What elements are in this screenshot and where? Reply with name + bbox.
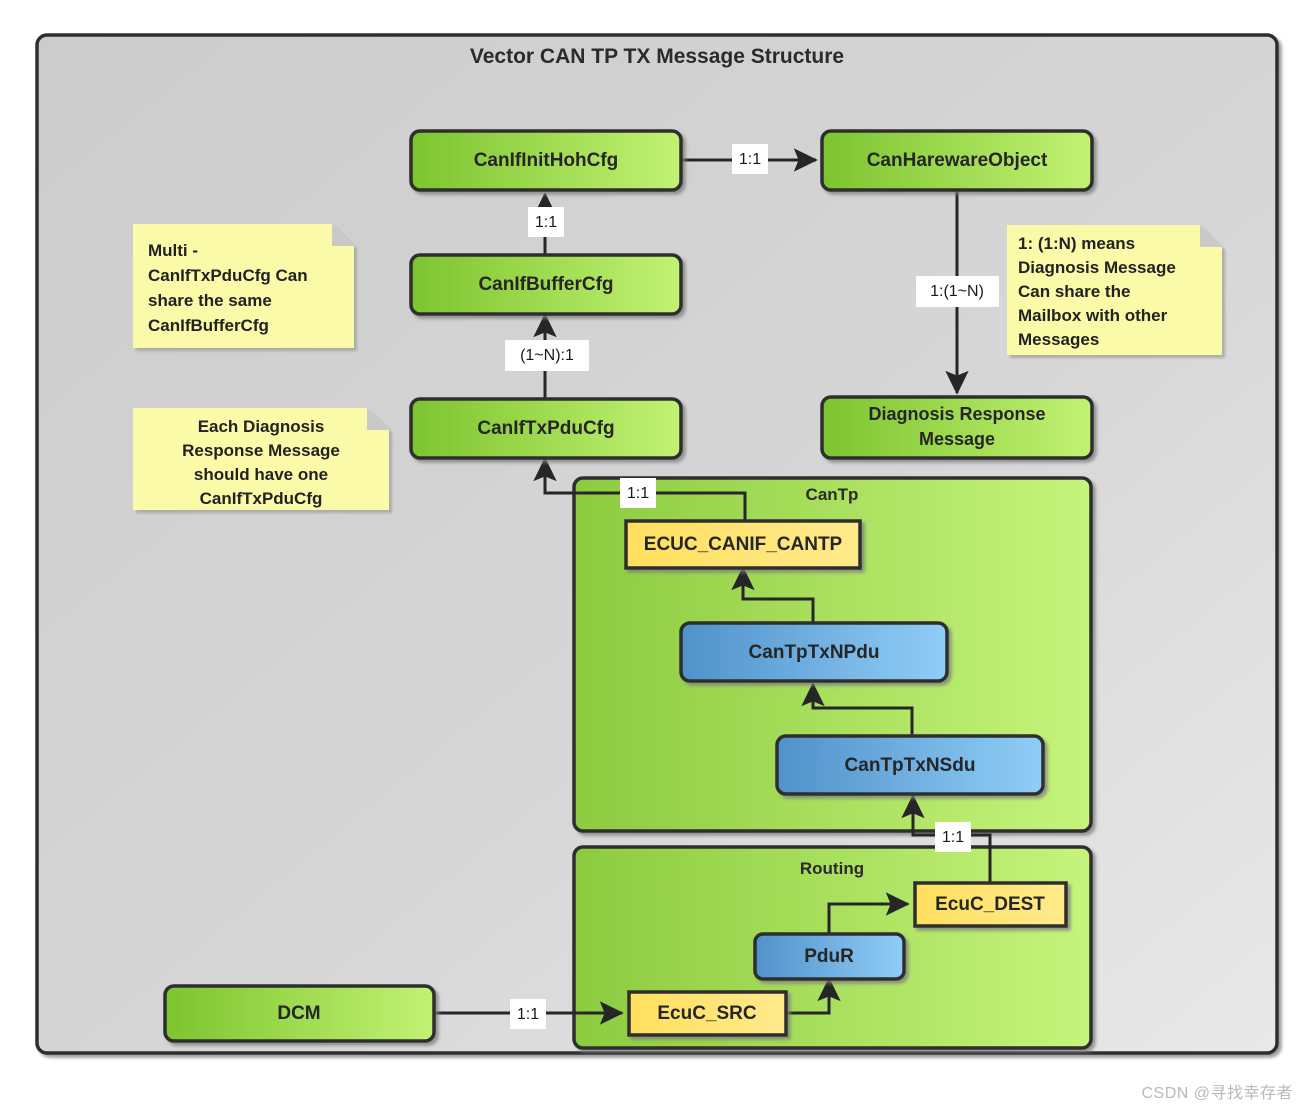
note-each-diagnosis-body	[133, 408, 389, 510]
edge-label-dcm-to-src: 1:1	[510, 999, 546, 1029]
note-each-diagnosis-line-3: should have one	[194, 465, 328, 484]
page-title: Vector CAN TP TX Message Structure	[470, 45, 844, 68]
note-each-diagnosis-line-4: CanIfTxPduCfg	[200, 489, 323, 508]
node-diagnosis-response-message-rect[interactable]	[820, 395, 1094, 460]
node-canifinithohcfg-rect[interactable]	[409, 129, 683, 192]
node-pdur[interactable]: PduR	[753, 932, 906, 981]
note-multi-body	[133, 224, 354, 348]
note-one-to-n-line-3: Can share the	[1018, 282, 1130, 301]
node-diagnosis-response-message-line1: Diagnosis Response	[868, 404, 1045, 424]
edge-src-to-pdur	[786, 977, 841, 1015]
edge-label-chip	[620, 478, 656, 508]
note-one-to-n-line-4: Mailbox with other	[1018, 306, 1168, 325]
node-ecuc-src-label: EcuC_SRC	[657, 1003, 757, 1024]
node-canifinithohcfg-label: CanIfInitHohCfg	[474, 150, 619, 171]
note-multi-line-1: Multi -	[148, 241, 198, 260]
note-multi-line-3: share the same	[148, 291, 272, 310]
edge-label-cantp-to-txpducfg: 1:1	[620, 478, 656, 508]
node-ecuc-canif-cantp[interactable]: ECUC_CANIF_CANTP	[624, 519, 862, 570]
edge-label-hoh-to-hardware-text: 1:1	[739, 151, 761, 168]
node-diagnosis-response-message-line2: Message	[919, 429, 995, 449]
note-each-diagnosis: Each Diagnosis Response Message should h…	[133, 408, 389, 510]
node-diagnosis-response-message[interactable]: Diagnosis Response Message	[820, 395, 1094, 460]
edge-label-txpducfg-to-buffer: (1~N):1	[505, 340, 589, 371]
edge-label-chip	[505, 340, 589, 371]
edge-label-chip	[732, 144, 768, 174]
node-canifbuffercfg-rect[interactable]	[409, 253, 683, 316]
node-dcm-label: DCM	[277, 1003, 320, 1024]
node-canifinithohcfg[interactable]: CanIfInitHohCfg	[409, 129, 683, 192]
node-dcm-rect[interactable]	[163, 984, 436, 1043]
note-one-to-n-body	[1007, 225, 1222, 355]
note-multi-line-2: CanIfTxPduCfg Can	[148, 266, 308, 285]
group-cantp-label: CanTp	[806, 485, 859, 504]
node-caniftxpducfg-rect[interactable]	[409, 397, 683, 460]
node-cantptxnsdu[interactable]: CanTpTxNSdu	[775, 734, 1045, 796]
note-one-to-n-line-5: Messages	[1018, 330, 1099, 349]
note-multi-fold	[332, 224, 354, 246]
node-ecuc-src[interactable]: EcuC_SRC	[627, 990, 788, 1037]
node-pdur-label: PduR	[804, 946, 854, 967]
node-ecuc-dest-label: EcuC_DEST	[935, 894, 1045, 915]
node-cantptxnpdu-rect[interactable]	[679, 621, 949, 683]
edge-label-dcm-to-src-text: 1:1	[517, 1006, 539, 1023]
node-ecuc-dest[interactable]: EcuC_DEST	[913, 881, 1068, 928]
note-multi: Multi - CanIfTxPduCfg Can share the same…	[133, 224, 354, 348]
note-one-to-n-line-1: 1: (1:N) means	[1018, 234, 1135, 253]
node-ecuc-src-rect[interactable]	[627, 990, 788, 1037]
edge-nsdu-to-npdu	[801, 682, 914, 736]
edge-npdu-to-ecuc-canif-cantp	[731, 566, 815, 623]
node-canharewareobject[interactable]: CanHarewareObject	[820, 129, 1094, 192]
edge-label-chip	[528, 207, 564, 237]
node-cantptxnpdu[interactable]: CanTpTxNPdu	[679, 621, 949, 683]
note-each-diagnosis-line-2: Response Message	[182, 441, 340, 460]
node-ecuc-canif-cantp-rect[interactable]	[624, 519, 862, 570]
node-ecuc-canif-cantp-label: ECUC_CANIF_CANTP	[644, 534, 843, 555]
note-one-to-n-fold	[1200, 225, 1222, 247]
node-canifbuffercfg[interactable]: CanIfBufferCfg	[409, 253, 683, 316]
edge-label-cantp-to-txpducfg-text: 1:1	[627, 485, 649, 502]
note-each-diagnosis-fold	[367, 408, 389, 430]
edge-label-hardware-to-diagnosis-text: 1:(1~N)	[930, 283, 984, 300]
note-multi-line-4: CanIfBufferCfg	[148, 316, 269, 335]
note-one-to-n-line-2: Diagnosis Message	[1018, 258, 1176, 277]
node-dcm[interactable]: DCM	[163, 984, 436, 1043]
node-canharewareobject-label: CanHarewareObject	[867, 150, 1048, 171]
edge-label-hoh-to-hardware: 1:1	[732, 144, 768, 174]
edge-label-chip	[510, 999, 546, 1029]
watermark: CSDN @寻找幸存者	[1141, 1085, 1293, 1102]
node-cantptxnpdu-label: CanTpTxNPdu	[749, 642, 880, 663]
edge-label-txpducfg-to-buffer-text: (1~N):1	[520, 347, 574, 364]
node-canifbuffercfg-label: CanIfBufferCfg	[478, 274, 613, 295]
node-ecuc-dest-rect[interactable]	[913, 881, 1068, 928]
note-one-to-n: 1: (1:N) means Diagnosis Message Can sha…	[1007, 225, 1222, 355]
edge-label-buffer-to-hoh: 1:1	[528, 207, 564, 237]
edge-label-chip	[935, 822, 971, 852]
node-cantptxnsdu-label: CanTpTxNSdu	[845, 755, 976, 776]
edge-label-chip	[916, 276, 999, 307]
edge-label-dest-to-nsdu: 1:1	[935, 822, 971, 852]
node-canharewareobject-rect[interactable]	[820, 129, 1094, 192]
node-caniftxpducfg-label: CanIfTxPduCfg	[477, 418, 614, 439]
edge-label-hardware-to-diagnosis: 1:(1~N)	[916, 276, 999, 307]
edge-pdur-to-dest	[827, 892, 910, 934]
edge-label-buffer-to-hoh-text: 1:1	[535, 214, 557, 231]
node-caniftxpducfg[interactable]: CanIfTxPduCfg	[409, 397, 683, 460]
note-each-diagnosis-line-1: Each Diagnosis	[198, 417, 325, 436]
node-pdur-rect[interactable]	[753, 932, 906, 981]
edge-label-dest-to-nsdu-text: 1:1	[942, 829, 964, 846]
node-cantptxnsdu-rect[interactable]	[775, 734, 1045, 796]
group-routing-label: Routing	[800, 859, 864, 878]
